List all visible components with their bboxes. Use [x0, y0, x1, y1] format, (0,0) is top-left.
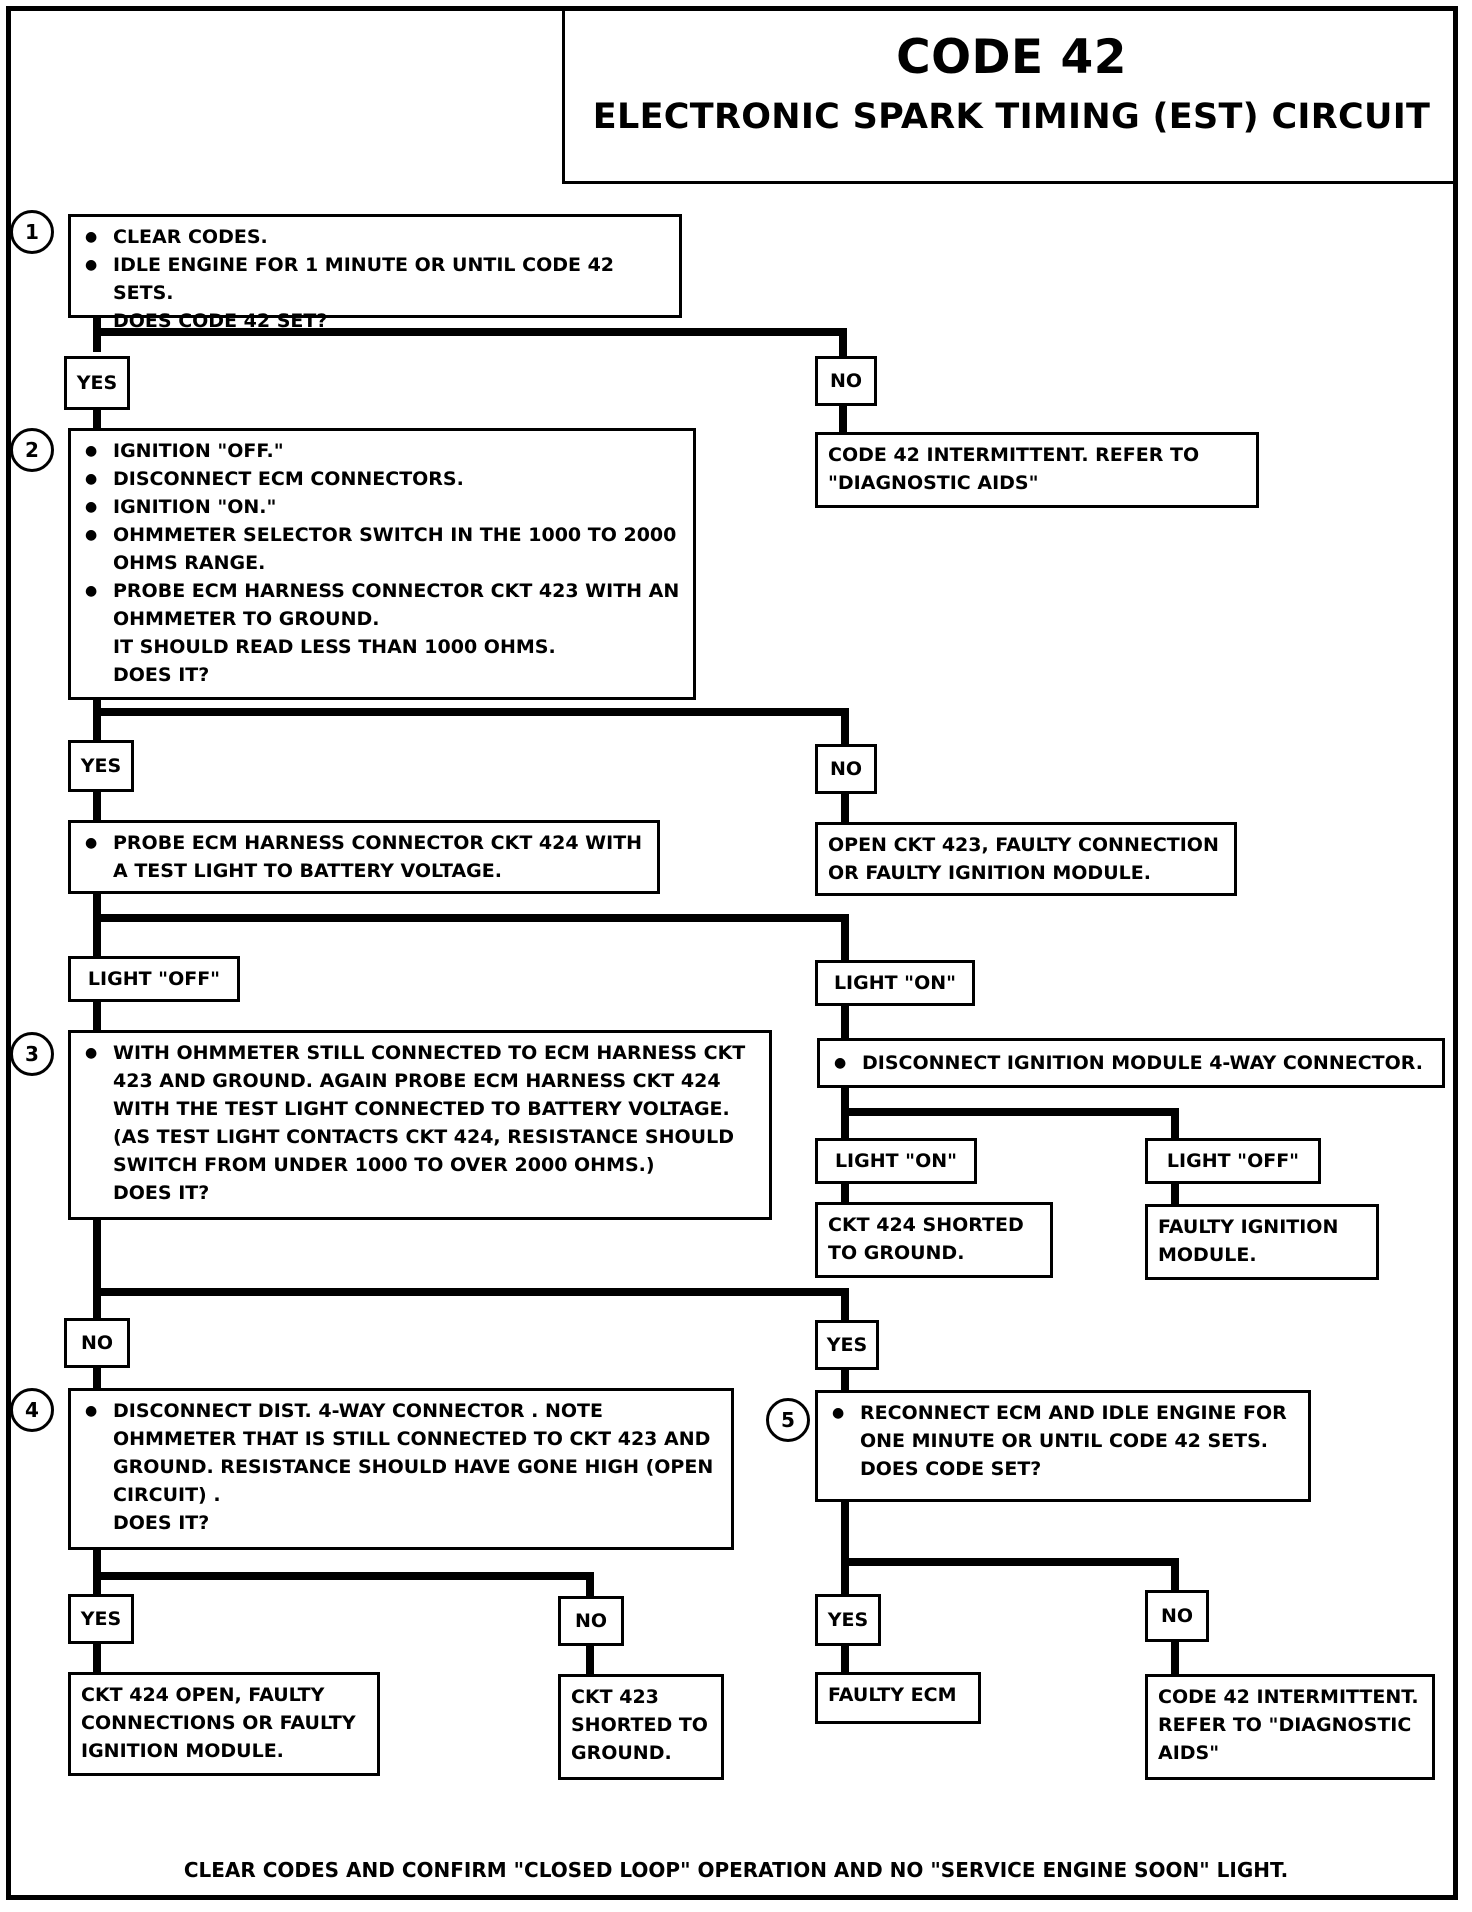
intermittent2-line-2: REFER TO "DIAGNOSTIC: [1158, 1714, 1412, 1736]
faulty-module-line-1: FAULTY IGNITION: [1158, 1216, 1339, 1238]
probe424-box: PROBE ECM HARNESS CONNECTOR CKT 424 WITH…: [68, 820, 660, 894]
connector-step4: [93, 1548, 594, 1676]
intermittent1-line-2: "DIAGNOSTIC AIDS": [828, 472, 1039, 494]
label-yes-4: YES: [68, 1594, 134, 1644]
step3-question: DOES IT?: [113, 1182, 210, 1204]
faulty-module-box: FAULTY IGNITION MODULE.: [1145, 1204, 1379, 1280]
connector-module: [841, 1086, 1179, 1204]
label-yes-5: YES: [815, 1594, 881, 1646]
step3-item: WITH OHMMETER STILL CONNECTED TO ECM HAR…: [81, 1039, 759, 1067]
ckt423-shorted-line-3: GROUND.: [571, 1742, 672, 1764]
step5-question: DOES CODE SET?: [860, 1458, 1042, 1480]
faulty-module-line-2: MODULE.: [1158, 1244, 1257, 1266]
open423-box: OPEN CKT 423, FAULTY CONNECTION OR FAULT…: [815, 822, 1237, 896]
connector-step3: [93, 1218, 849, 1390]
label-light-on-1: LIGHT "ON": [815, 960, 975, 1006]
probe424-item: PROBE ECM HARNESS CONNECTOR CKT 424 WITH: [81, 829, 647, 857]
title-block: CODE 42 ELECTRONIC SPARK TIMING (EST) CI…: [562, 6, 1458, 184]
step2-item-4: OHMMETER SELECTOR SWITCH IN THE 1000 TO …: [81, 521, 683, 549]
faulty-ecm-line-1: FAULTY ECM: [828, 1684, 957, 1706]
label-no-2: NO: [815, 744, 877, 794]
ckt423-shorted-line-1: CKT 423: [571, 1686, 659, 1708]
step2-item-3: IGNITION "ON.": [81, 493, 683, 521]
step4-item: DISCONNECT DIST. 4-WAY CONNECTOR . NOTE: [81, 1397, 721, 1425]
step2-question: DOES IT?: [113, 664, 210, 686]
step-number-2: 2: [10, 428, 54, 472]
step3-cont-2: WITH THE TEST LIGHT CONNECTED TO BATTERY…: [113, 1098, 730, 1120]
step5-cont-1: ONE MINUTE OR UNTIL CODE 42 SETS.: [860, 1430, 1269, 1452]
step2-box: IGNITION "OFF." DISCONNECT ECM CONNECTOR…: [68, 428, 696, 700]
ckt424-open-line-2: CONNECTIONS OR FAULTY: [81, 1712, 356, 1734]
step4-cont-1: OHMMETER THAT IS STILL CONNECTED TO CKT …: [113, 1428, 711, 1450]
label-no-4: NO: [558, 1596, 624, 1646]
ckt424-open-box: CKT 424 OPEN, FAULTY CONNECTIONS OR FAUL…: [68, 1672, 380, 1776]
step-number-1: 1: [10, 210, 54, 254]
label-light-off-1: LIGHT "OFF": [68, 956, 240, 1002]
step4-cont-2: GROUND. RESISTANCE SHOULD HAVE GONE HIGH…: [113, 1456, 714, 1478]
intermittent1-line-1: CODE 42 INTERMITTENT. REFER TO: [828, 444, 1200, 466]
step1-item-2: IDLE ENGINE FOR 1 MINUTE OR UNTIL CODE 4…: [81, 251, 669, 307]
connector-step1: [93, 316, 847, 434]
label-yes-1: YES: [64, 356, 130, 410]
step3-cont-3: (AS TEST LIGHT CONTACTS CKT 424, RESISTA…: [113, 1126, 734, 1148]
faulty-ecm-box: FAULTY ECM: [815, 1672, 981, 1724]
step2-item-1: IGNITION "OFF.": [81, 437, 683, 465]
disconnect-module-box: DISCONNECT IGNITION MODULE 4-WAY CONNECT…: [817, 1038, 1445, 1088]
step2-cont-2: OHMMETER TO GROUND.: [113, 608, 380, 630]
label-yes-2: YES: [68, 740, 134, 792]
intermittent-box-1: CODE 42 INTERMITTENT. REFER TO "DIAGNOST…: [815, 432, 1259, 508]
ckt424-open-line-1: CKT 424 OPEN, FAULTY: [81, 1684, 325, 1706]
step2-cont-1: OHMS RANGE.: [113, 552, 266, 574]
step4-cont-3: CIRCUIT) .: [113, 1484, 221, 1506]
step4-question: DOES IT?: [113, 1512, 210, 1534]
ckt424-shorted-box: CKT 424 SHORTED TO GROUND.: [815, 1202, 1053, 1278]
ckt423-shorted-line-2: SHORTED TO: [571, 1714, 708, 1736]
step3-cont-1: 423 AND GROUND. AGAIN PROBE ECM HARNESS …: [113, 1070, 721, 1092]
probe424-cont: A TEST LIGHT TO BATTERY VOLTAGE.: [113, 860, 502, 882]
label-light-off-2: LIGHT "OFF": [1145, 1138, 1321, 1184]
step2-item-5: PROBE ECM HARNESS CONNECTOR CKT 423 WITH…: [81, 577, 683, 605]
connector-probe424: [93, 892, 849, 1040]
label-light-on-2: LIGHT "ON": [815, 1138, 977, 1184]
step5-item: RECONNECT ECM AND IDLE ENGINE FOR: [828, 1399, 1298, 1427]
page-frame: [6, 6, 1458, 1900]
step4-box: DISCONNECT DIST. 4-WAY CONNECTOR . NOTE …: [68, 1388, 734, 1550]
ckt424-shorted-line-1: CKT 424 SHORTED: [828, 1214, 1024, 1236]
footer-note: CLEAR CODES AND CONFIRM "CLOSED LOOP" OP…: [183, 1858, 1289, 1882]
step-number-4: 4: [10, 1388, 54, 1432]
open423-line-1: OPEN CKT 423, FAULTY CONNECTION: [828, 834, 1219, 856]
step5-box: RECONNECT ECM AND IDLE ENGINE FOR ONE MI…: [815, 1390, 1311, 1502]
ckt424-shorted-line-2: TO GROUND.: [828, 1242, 965, 1264]
ckt423-shorted-box: CKT 423 SHORTED TO GROUND.: [558, 1674, 724, 1780]
step1-item-1: CLEAR CODES.: [81, 223, 669, 251]
step-number-5: 5: [766, 1398, 810, 1442]
intermittent2-line-3: AIDS": [1158, 1742, 1220, 1764]
disconnect-module-item: DISCONNECT IGNITION MODULE 4-WAY CONNECT…: [830, 1049, 1432, 1077]
ckt424-open-line-3: IGNITION MODULE.: [81, 1740, 284, 1762]
step1-box: CLEAR CODES. IDLE ENGINE FOR 1 MINUTE OR…: [68, 214, 682, 332]
step1-question: DOES CODE 42 SET?: [113, 310, 328, 332]
intermittent2-line-1: CODE 42 INTERMITTENT.: [1158, 1686, 1419, 1708]
step3-box: WITH OHMMETER STILL CONNECTED TO ECM HAR…: [68, 1030, 772, 1220]
connector-step2-out: [93, 697, 849, 822]
step2-cont-3: IT SHOULD READ LESS THAN 1000 OHMS.: [113, 636, 556, 658]
intermittent-box-2: CODE 42 INTERMITTENT. REFER TO "DIAGNOST…: [1145, 1674, 1435, 1780]
label-no-3: NO: [64, 1318, 130, 1368]
step2-item-2: DISCONNECT ECM CONNECTORS.: [81, 465, 683, 493]
step3-cont-4: SWITCH FROM UNDER 1000 TO OVER 2000 OHMS…: [113, 1154, 655, 1176]
label-yes-3: YES: [815, 1320, 879, 1370]
label-no-5: NO: [1145, 1590, 1209, 1642]
connector-step5: [841, 1500, 1179, 1676]
step-number-3: 3: [10, 1032, 54, 1076]
label-no-1: NO: [815, 356, 877, 406]
page-title: CODE 42: [896, 30, 1127, 85]
open423-line-2: OR FAULTY IGNITION MODULE.: [828, 862, 1151, 884]
page-subtitle: ELECTRONIC SPARK TIMING (EST) CIRCUIT: [592, 97, 1431, 137]
